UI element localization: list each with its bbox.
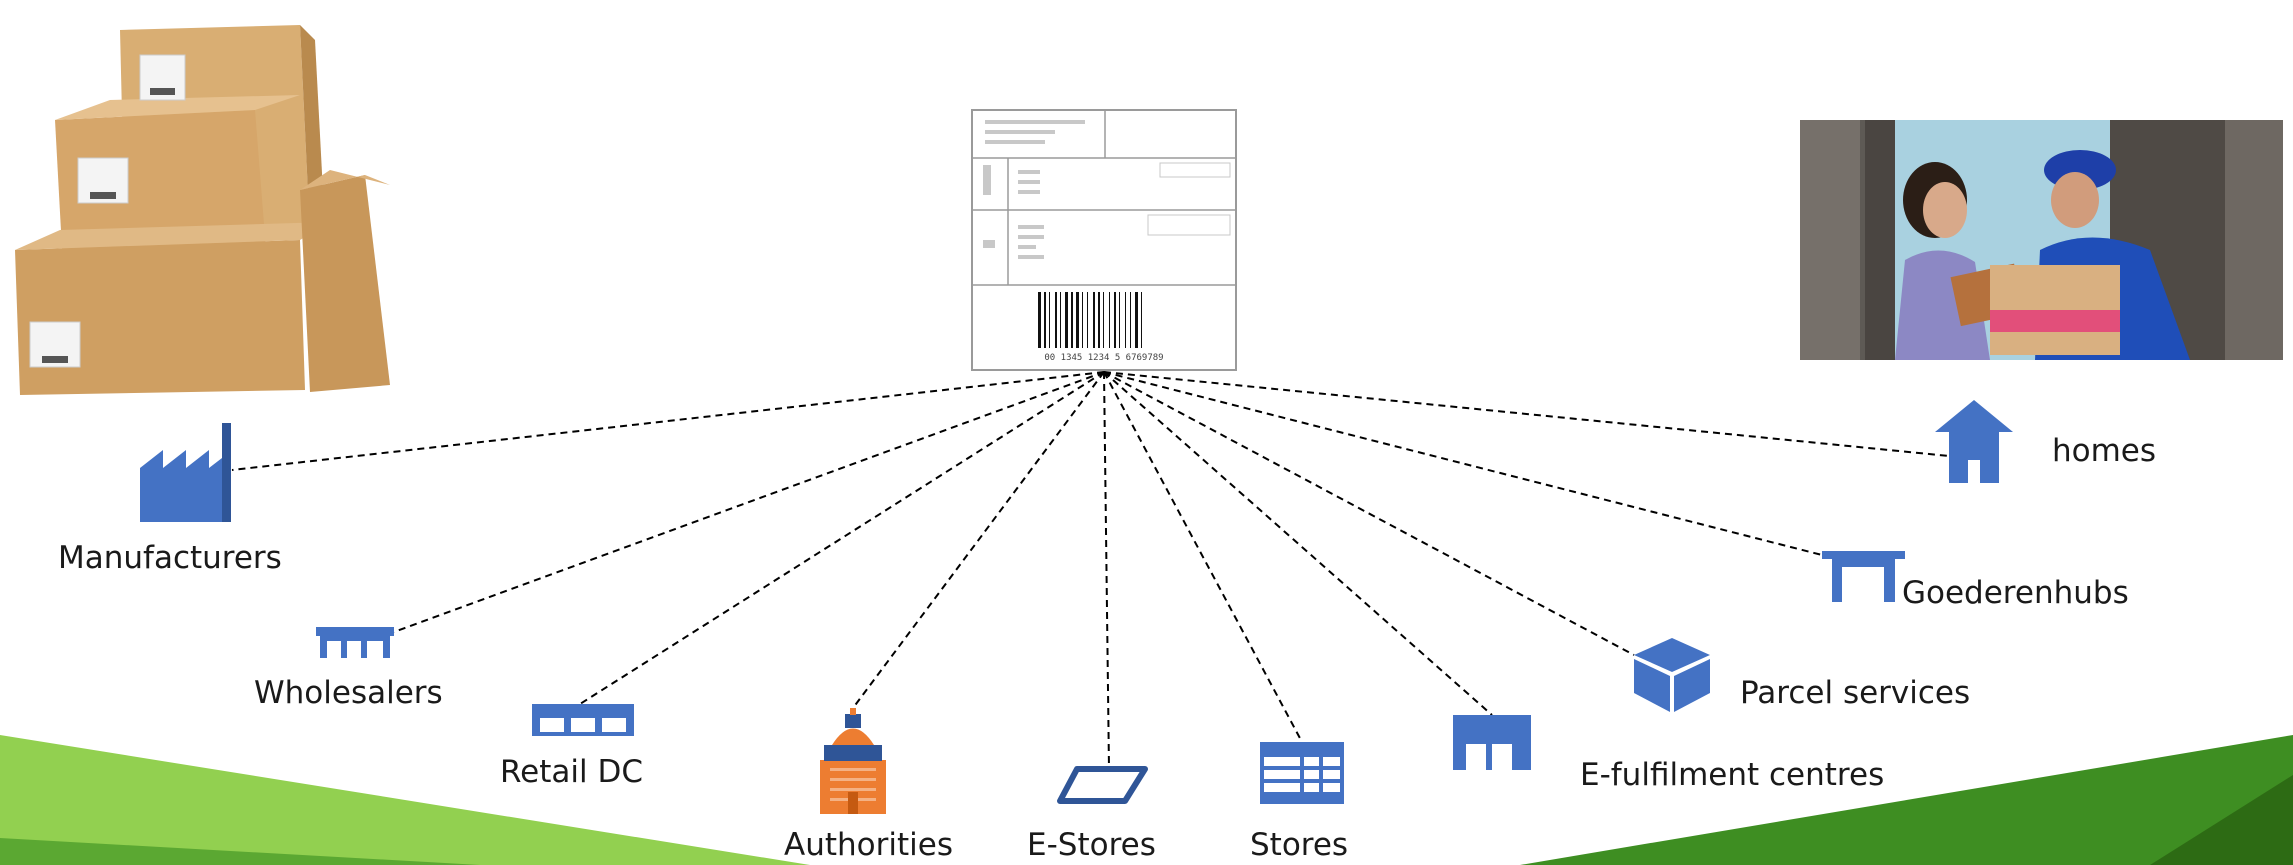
barcode-bar: [1060, 292, 1061, 348]
connector-goederenhubs: [1103, 371, 1823, 556]
connector-authorities: [852, 371, 1105, 709]
distribution-center-icon: [532, 704, 634, 736]
node-label-stores: Stores: [1250, 827, 1349, 863]
barcode-bar: [1065, 292, 1068, 348]
barcode-bar: [1135, 292, 1138, 348]
barcode-bar: [1098, 292, 1100, 348]
barcode-bar: [1076, 292, 1079, 348]
node-label-e-fulfilment-centres: E-fulfilment centres: [1580, 757, 1885, 793]
connector-retail-dc: [579, 371, 1105, 705]
barcode-number: 00 1345 1234 5 6769789: [1044, 353, 1163, 363]
node-label-retail-dc: Retail DC: [500, 754, 643, 790]
barcode-bar: [1082, 292, 1083, 348]
barcode-bar: [1093, 292, 1095, 348]
parcel-box-icon: [1634, 638, 1710, 712]
barcode-bar: [1071, 292, 1073, 348]
barcode-bar: [1130, 292, 1131, 348]
node-label-authorities: Authorities: [784, 827, 953, 863]
barcode-bar: [1044, 292, 1046, 348]
connector-stores: [1103, 371, 1303, 743]
barcode-bar: [1087, 292, 1088, 348]
barcode-bar: [1103, 292, 1104, 348]
government-building-icon: [820, 708, 886, 814]
connector-e-fulfilment: [1103, 371, 1493, 716]
web-shop-icon: [1057, 766, 1148, 804]
connector-lines: [231, 371, 1950, 770]
barcode-bar: [1055, 292, 1057, 348]
fulfilment-center-icon: [1453, 715, 1531, 770]
barcode-bar: [1119, 292, 1120, 348]
barcode-bar: [1049, 292, 1050, 348]
bottom-green-decoration: [0, 735, 2293, 865]
connector-e-stores: [1103, 371, 1110, 770]
parcel-delivery-photo: [1800, 120, 2283, 360]
connector-manufacturers: [231, 371, 1105, 471]
barcode-bar: [1125, 292, 1126, 348]
store-icon: [1260, 742, 1344, 804]
factory-icon: [140, 423, 231, 522]
barcode: [1038, 292, 1142, 348]
cardboard-boxes-photo: [15, 25, 390, 395]
node-label-e-stores: E-Stores: [1027, 827, 1156, 863]
barcode-bar: [1141, 292, 1142, 348]
node-label-manufacturers: Manufacturers: [58, 540, 282, 576]
barcode-bar: [1109, 292, 1110, 348]
node-label-parcel-services: Parcel services: [1740, 675, 1971, 711]
connector-parcel: [1103, 371, 1635, 656]
node-label-goederenhubs: Goederenhubs: [1902, 575, 2129, 611]
goods-hub-icon: [1822, 551, 1905, 602]
house-icon: [1935, 400, 2013, 483]
connector-homes: [1103, 371, 1950, 457]
shipping-label: 00 1345 1234 5 6769789: [971, 109, 1237, 371]
barcode-bar: [1114, 292, 1116, 348]
node-label-homes: homes: [2052, 433, 2157, 469]
connector-wholesalers: [393, 371, 1105, 633]
node-label-wholesalers: Wholesalers: [254, 675, 443, 711]
warehouse-icon: [316, 627, 394, 658]
barcode-bar: [1038, 292, 1041, 348]
